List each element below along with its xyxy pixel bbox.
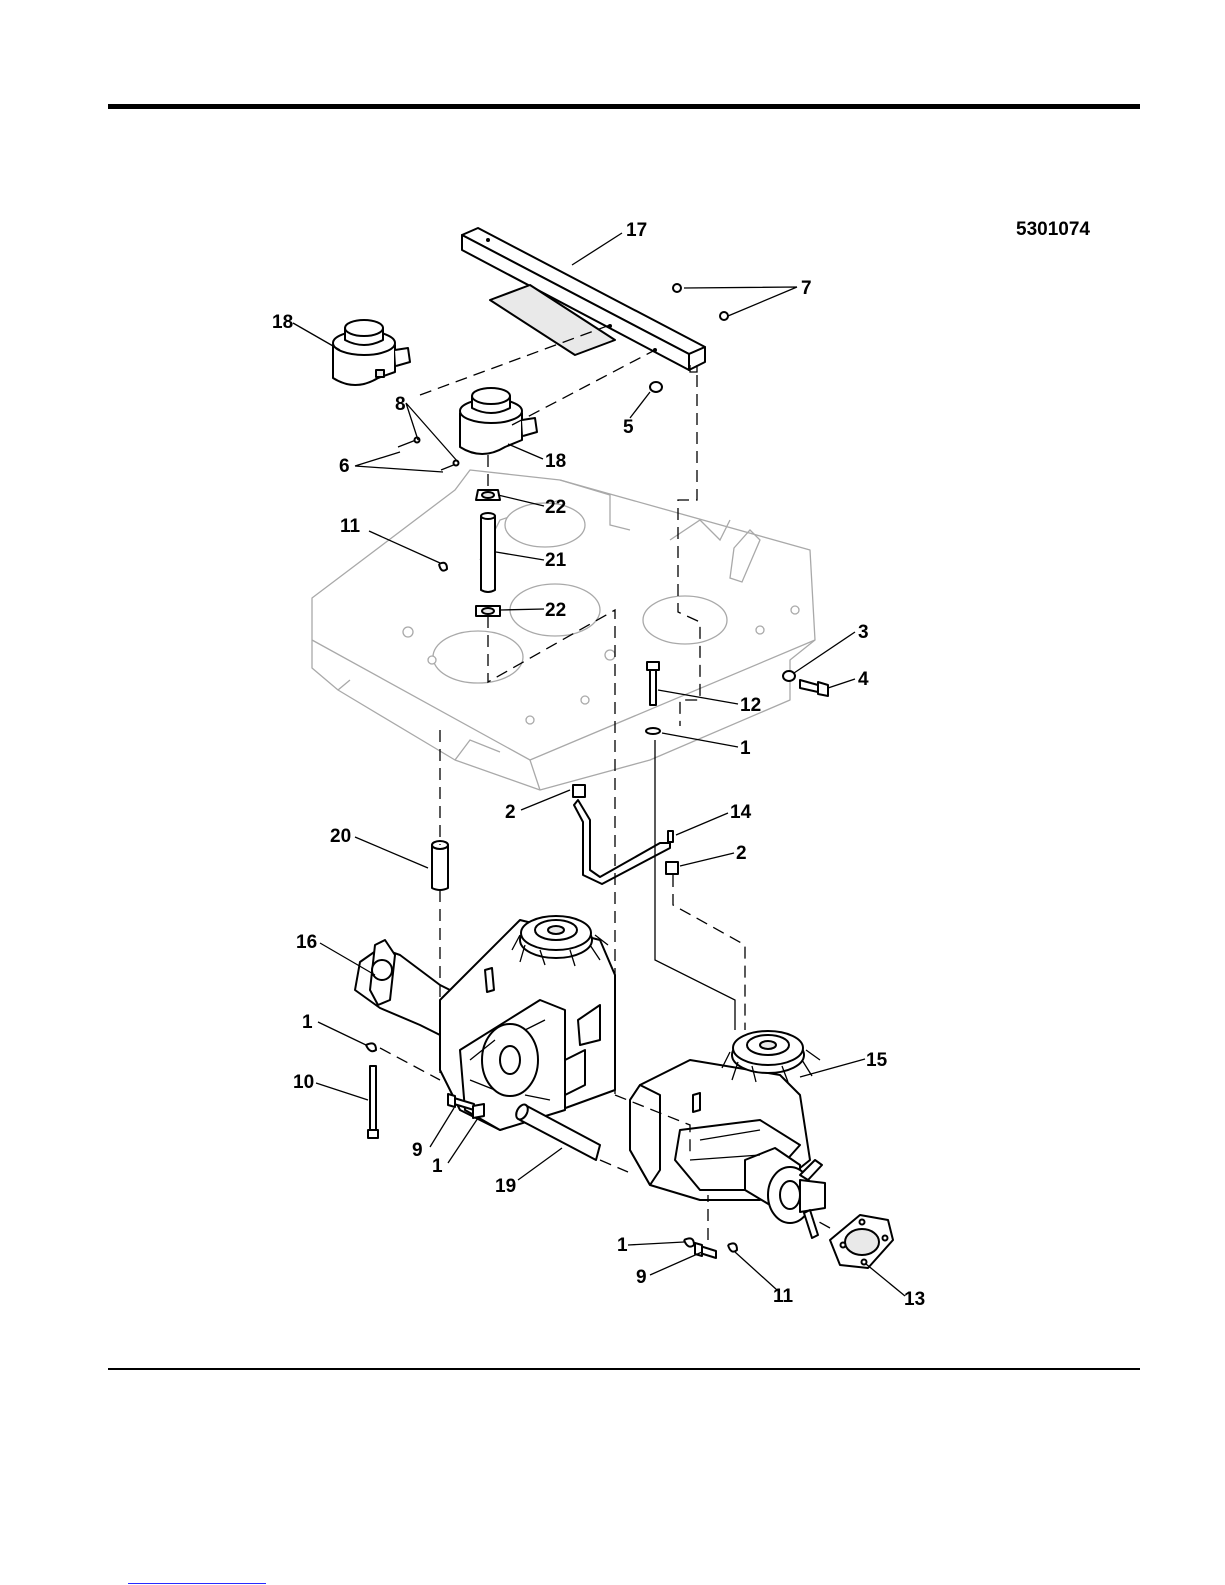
bushing-2-upper (573, 785, 585, 797)
callout-9-right: 9 (636, 1267, 647, 1288)
callout-1-top: 1 (740, 738, 751, 759)
washer-1-top (646, 728, 660, 734)
callout-10: 10 (293, 1072, 314, 1093)
footer-rule (108, 1368, 1140, 1370)
transaxle-16 (355, 916, 615, 1130)
washer-3 (783, 671, 795, 681)
callout-1-left: 1 (302, 1012, 313, 1033)
callout-11-lower: 11 (773, 1286, 794, 1307)
callout-4: 4 (858, 669, 869, 690)
callout-12: 12 (740, 695, 761, 716)
callout-18-left: 18 (272, 312, 293, 333)
bushing-2-lower (666, 862, 678, 874)
transaxle-15 (630, 1031, 825, 1238)
callout-22-upper: 22 (545, 497, 566, 518)
washer-1-lower (684, 1238, 694, 1246)
bolt-4 (800, 680, 828, 696)
spacer-20 (432, 841, 448, 890)
nut-11-lower (728, 1243, 737, 1251)
callout-1-mid: 1 (432, 1156, 443, 1177)
callout-7: 7 (801, 278, 812, 299)
tube-21 (481, 513, 495, 592)
clamp-22-lower (476, 606, 500, 616)
reservoir-18-left (333, 320, 410, 385)
drawing-number: 5301074 (1016, 219, 1090, 240)
washer-1-mid (473, 1104, 484, 1118)
bolt-10 (368, 1066, 378, 1138)
callout-1-lower: 1 (617, 1235, 628, 1256)
callout-14: 14 (730, 802, 752, 823)
gasket-13 (830, 1215, 893, 1268)
callout-6: 6 (339, 456, 350, 477)
callout-9-left: 9 (412, 1140, 423, 1161)
callout-18-right: 18 (545, 451, 566, 472)
callout-20: 20 (330, 826, 351, 847)
washer-1-left (366, 1043, 376, 1051)
bolt-9-right (695, 1243, 716, 1258)
callout-13: 13 (904, 1289, 925, 1310)
callout-2-upper: 2 (505, 802, 516, 823)
callout-16: 16 (296, 932, 317, 953)
callout-3: 3 (858, 622, 869, 643)
cross-bar-17 (462, 228, 705, 372)
callout-21: 21 (545, 550, 567, 571)
callout-22-lower: 22 (545, 600, 566, 621)
callout-2-lower: 2 (736, 843, 747, 864)
reservoir-18-right (460, 388, 537, 454)
nut-11-upper (439, 563, 447, 571)
pin-14 (668, 831, 673, 842)
clamp-22-upper (476, 490, 500, 500)
callout-17: 17 (626, 220, 647, 241)
footer-link-underline[interactable] (128, 1583, 266, 1584)
callout-15: 15 (866, 1050, 888, 1071)
callout-19: 19 (495, 1176, 516, 1197)
callout-11-upper: 11 (340, 516, 361, 537)
callout-8: 8 (395, 394, 406, 415)
callout-5: 5 (623, 417, 634, 438)
